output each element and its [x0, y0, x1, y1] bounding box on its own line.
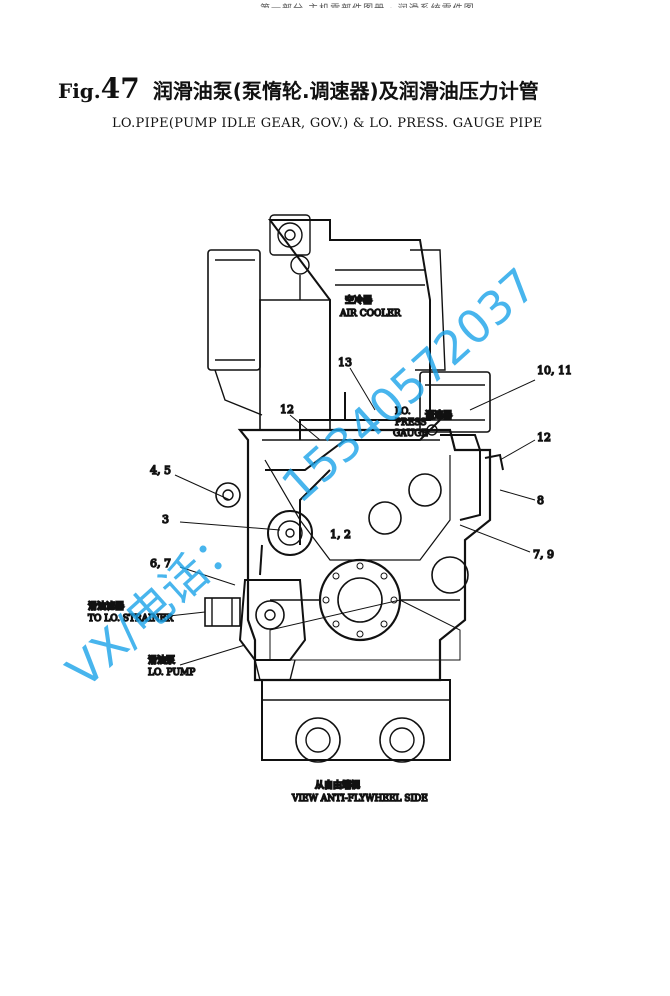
- lo-pipes: [259, 392, 504, 576]
- crankcase: [215, 428, 492, 682]
- fig-label: Fig.47: [58, 72, 140, 105]
- callout-3: 3: [162, 513, 169, 526]
- view-en-label: VIEW ANTI-FLYWHEEL SIDE: [291, 794, 428, 804]
- callout-leaders: [159, 367, 536, 666]
- callout-12-right: 12: [537, 431, 551, 444]
- strainer-cn-label: 滑油滤器: [88, 600, 125, 612]
- callout-7-9: 7, 9: [533, 548, 554, 561]
- fig-number: 47: [100, 72, 140, 105]
- fig-prefix: Fig.: [58, 79, 101, 103]
- callout-10-11: 10, 11: [537, 364, 572, 377]
- callout-13: 13: [338, 356, 352, 369]
- title-english: LO.PIPE(PUMP IDLE GEAR, GOV.) & LO. PRES…: [112, 116, 543, 131]
- oil-pan: [261, 679, 451, 763]
- press-gauge-label-1: LO.: [395, 407, 411, 417]
- callout-1-2: 1, 2: [330, 528, 351, 541]
- air-cooler-cn-label: 空冷器: [345, 294, 373, 306]
- view-cn-label: 从自由端视: [315, 779, 360, 791]
- air-cooler-housing: [207, 214, 446, 431]
- callout-4-5: 4, 5: [150, 464, 171, 477]
- callout-12-left: 12: [280, 403, 294, 416]
- press-gauge-label-3: GAUGE: [393, 429, 428, 439]
- pump-cn-label: 滑油泵: [148, 654, 176, 666]
- callout-6-7: 6, 7: [150, 557, 171, 570]
- governor-cn-label: 调速器: [425, 409, 453, 421]
- title-chinese: 润滑油泵(泵惰轮.调速器)及润滑油压力计管: [152, 79, 539, 103]
- air-cooler-en-label: AIR COOLER: [339, 309, 401, 319]
- watermark: VX/电话： 15340572037: [56, 258, 546, 699]
- top-band: 第一部分 主机零部件图册 · 润滑系统零件图: [260, 0, 560, 8]
- watermark-phone: 15340572037: [271, 258, 546, 514]
- callout-8: 8: [537, 494, 544, 507]
- strainer-en-label: TO LO. STRAINER: [88, 614, 173, 624]
- pump-en-label: LO. PUMP: [148, 668, 195, 678]
- press-gauge-label-2: PRESS: [395, 418, 427, 428]
- figure-title: Fig.47 润滑油泵(泵惰轮.调速器)及润滑油压力计管: [58, 72, 539, 105]
